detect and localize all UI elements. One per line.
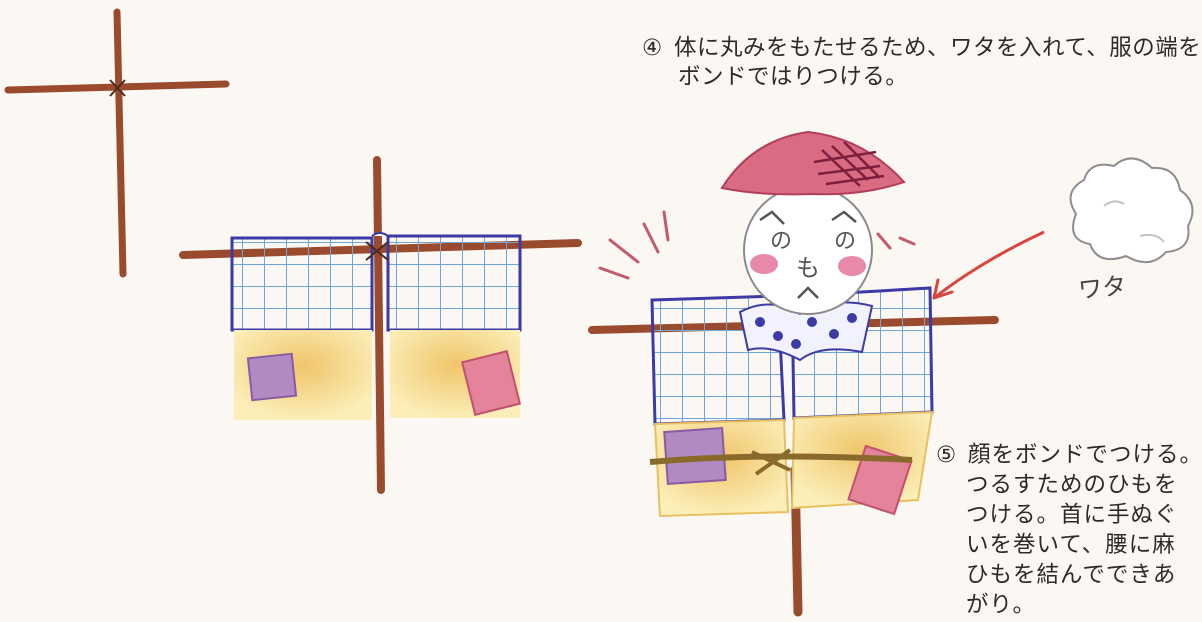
step-4-number: ④ <box>642 35 663 61</box>
cotton-cloud-illustration <box>1069 157 1194 263</box>
svg-text:の: の <box>770 229 792 254</box>
shirt-on-cross-illustration <box>179 156 582 494</box>
svg-text:の: の <box>834 229 856 254</box>
step-5-line-6: がり。 <box>966 592 1037 618</box>
step-4-instruction: ④ 体に丸みをもたせるため、ワタを入れて、服の端を ボンドではりつける。 <box>642 34 1202 92</box>
step-4-line-1: 体に丸みをもたせるため、ワタを入れて、服の端を <box>674 35 1202 61</box>
finished-scarecrow-illustration: の の も <box>588 130 1045 617</box>
step-5-line-5: ひもを結んでできあ <box>966 562 1177 588</box>
cotton-label: ワタ <box>1076 271 1128 305</box>
step-5-line-2: つるすためのひもを <box>966 472 1178 498</box>
svg-text:も: も <box>796 254 820 282</box>
step-5-line-4: いを巻いて、腰に麻 <box>966 532 1176 558</box>
cross-stick-illustration <box>4 8 230 278</box>
step-5-number: ⑤ <box>936 442 958 468</box>
step-5-line-3: つける。首に手ぬぐ <box>966 502 1178 528</box>
step-4-line-2: ボンドではりつける。 <box>678 64 909 90</box>
